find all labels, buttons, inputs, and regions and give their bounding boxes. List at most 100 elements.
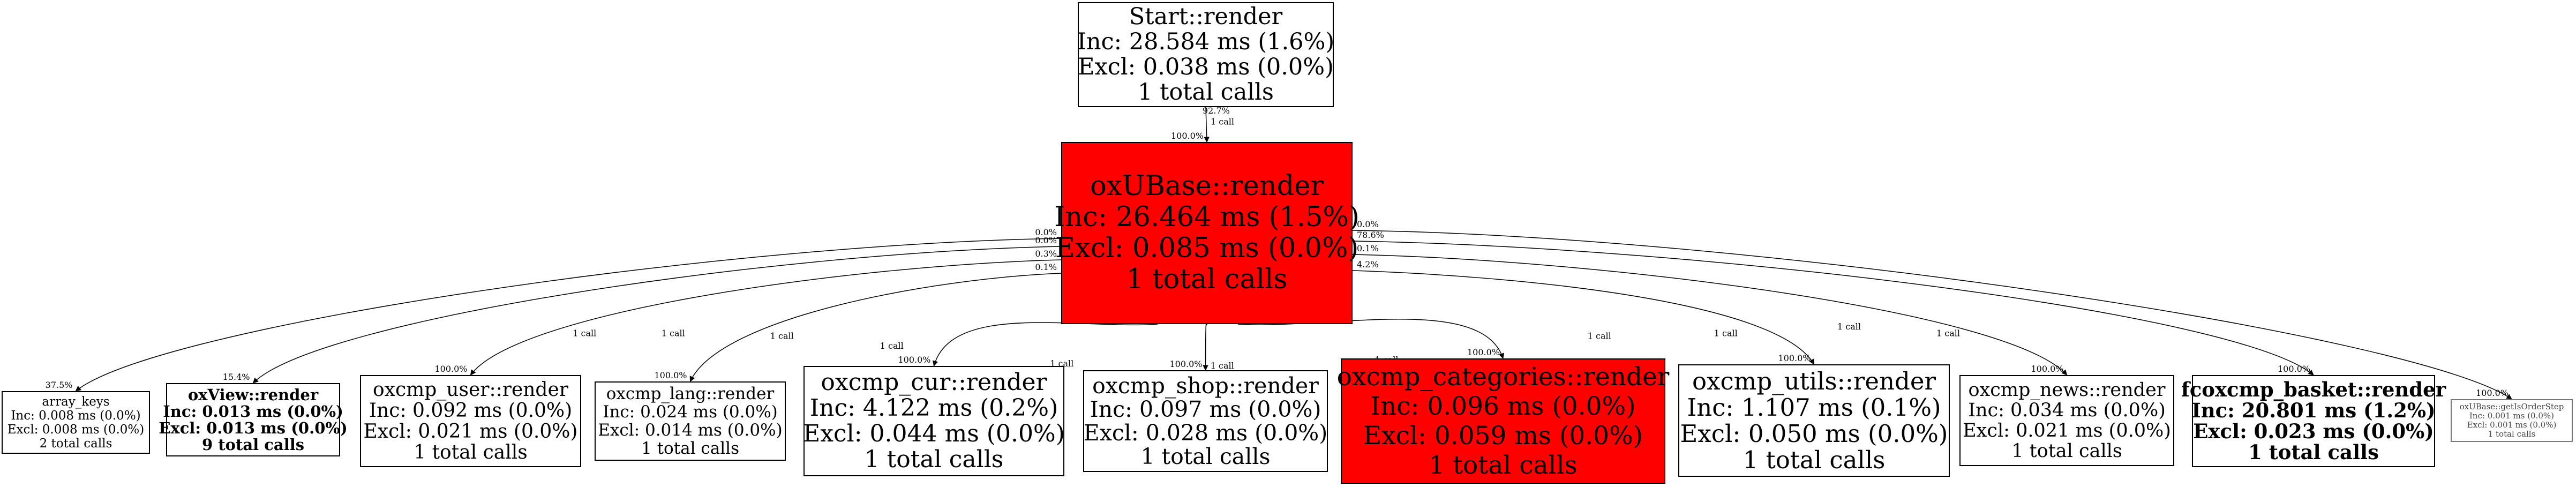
edge-tail-label: 0.3% [1035,249,1057,259]
node-inc: Inc: 0.096 ms (0.0%) [1370,392,1636,421]
edge-oxubase-to-categories [1237,319,1504,359]
node-inc: Inc: 20.801 ms (1.2%) [2191,399,2436,422]
node-excl: Excl: 0.021 ms (0.0%) [1963,420,2171,441]
node-oxcmp-lang-render[interactable]: oxcmp_lang::render Inc: 0.024 ms (0.0%) … [595,381,786,461]
edge-head-label: 100.0% [1778,353,1811,363]
edge-head-label: 100.0% [1171,131,1204,141]
edge-tail-label: 0.0% [1357,219,1379,229]
edge-oxubase-to-cur [932,322,1158,367]
node-name: Start::render [1129,3,1283,30]
node-oxcmp-shop-render[interactable]: oxcmp_shop::render Inc: 0.097 ms (0.0%) … [1083,370,1328,472]
node-excl: Excl: 0.014 ms (0.0%) [598,421,783,440]
edge-call-label: 1 call [662,328,685,339]
node-inc: Inc: 0.034 ms (0.0%) [1968,400,2166,421]
edge-call-label: 1 call [770,331,794,341]
node-calls: 1 total calls [1743,446,1886,474]
edge-head-label: 15.4% [223,372,250,382]
node-calls: 1 total calls [2011,440,2122,462]
node-name: oxcmp_utils::render [1692,367,1936,395]
node-fcoxcmp-basket-render[interactable]: fcoxcmp_basket::render Inc: 20.801 ms (1… [2181,375,2446,467]
node-inc: Inc: 0.097 ms (0.0%) [1090,396,1321,422]
node-inc: Inc: 0.013 ms (0.0%) [163,402,343,421]
node-inc: Inc: 0.008 ms (0.0%) [11,408,141,423]
node-calls: 1 total calls [1140,444,1271,469]
node-oxcmp-categories-render[interactable]: oxcmp_categories::render Inc: 0.096 ms (… [1337,358,1669,484]
node-name: oxcmp_cur::render [821,369,1047,396]
edge-call-label: 1 call [573,328,596,339]
node-oxview-render[interactable]: oxView::render Inc: 0.013 ms (0.0%) Excl… [159,383,348,456]
node-name: oxView::render [187,385,319,404]
edge-call-label: 1 call [1588,331,1611,341]
edge-call-label: 1 call [1211,117,1234,127]
node-calls: 1 total calls [864,446,1004,473]
node-name: oxUBase::getIsOrderStep [2459,402,2564,411]
edge-head-label: 100.0% [1169,359,1202,369]
edge-head-label: 100.0% [2278,364,2310,374]
edge-call-label: 1 call [1837,321,1861,332]
node-excl: Excl: 0.021 ms (0.0%) [363,421,578,443]
edge-tail-label: 0.0% [1035,227,1057,237]
edge-oxubase-to-shop [1203,324,1208,371]
edge-start-to-oxubase [1204,107,1210,143]
node-excl: Excl: 0.050 ms (0.0%) [1680,419,1948,448]
node-oxubase-render[interactable]: oxUBase::render Inc: 26.464 ms (1.5%) Ex… [1054,142,1360,324]
edge-oxubase-to-user [470,259,1062,376]
node-inc: Inc: 26.464 ms (1.5%) [1054,201,1360,233]
edge-oxubase-to-lang [689,273,1062,382]
node-inc: Inc: 4.122 ms (0.2%) [809,394,1058,422]
node-excl: Excl: 0.001 ms (0.0%) [2467,420,2557,430]
edge-call-label: 1 call [1714,328,1738,339]
edge-oxubase-to-orderstep [1352,230,2512,400]
node-calls: 1 total calls [1429,451,1578,480]
node-calls: 1 total calls [1126,264,1288,295]
edge-call-label: 1 call [1936,328,1960,339]
node-start-render[interactable]: Start::render Inc: 28.584 ms (1.6%) Excl… [1077,2,1335,107]
node-excl: Excl: 0.008 ms (0.0%) [7,422,145,437]
node-inc: Inc: 0.092 ms (0.0%) [369,400,573,422]
node-array-keys[interactable]: array_keys Inc: 0.008 ms (0.0%) Excl: 0.… [2,391,150,454]
edge-oxubase-to-utils [1352,270,1815,365]
edge-oxubase-to-array_keys [75,238,1062,392]
edge-call-label: 1 call [1211,361,1234,371]
node-excl: Excl: 0.028 ms (0.0%) [1083,420,1328,446]
edge-head-label: 100.0% [2031,364,2063,374]
edge-head-label: 100.0% [654,370,687,380]
node-oxcmp-utils-render[interactable]: oxcmp_utils::render Inc: 1.107 ms (0.1%)… [1678,364,1950,477]
node-excl: Excl: 0.023 ms (0.0%) [2193,419,2434,443]
node-excl: Excl: 0.013 ms (0.0%) [159,418,348,437]
node-calls: 1 total calls [2248,440,2379,464]
node-oxubase-getisorderstep[interactable]: oxUBase::getIsOrderStep Inc: 0.001 ms (0… [2451,399,2573,442]
node-calls: 2 total calls [39,436,112,451]
node-excl: Excl: 0.038 ms (0.0%) [1078,54,1334,80]
edge-head-label: 100.0% [898,355,930,365]
edge-head-label: 37.5% [46,380,73,390]
node-name: oxcmp_news::render [1968,379,2166,401]
node-inc: Inc: 28.584 ms (1.6%) [1077,28,1335,55]
node-oxcmp-cur-render[interactable]: oxcmp_cur::render Inc: 4.122 ms (0.2%) E… [803,366,1065,476]
edge-head-label: 100.0% [2476,388,2509,398]
edge-tail-label: 0.1% [1035,262,1057,272]
node-inc: Inc: 0.001 ms (0.0%) [2469,411,2555,421]
node-calls: 1 total calls [641,439,739,458]
node-oxcmp-user-render[interactable]: oxcmp_user::render Inc: 0.092 ms (0.0%) … [360,375,581,467]
node-inc: Inc: 1.107 ms (0.1%) [1687,393,1941,422]
edge-tail-label: 0.1% [1357,243,1379,253]
node-name: oxcmp_shop::render [1092,373,1319,399]
node-excl: Excl: 0.059 ms (0.0%) [1363,421,1643,451]
edge-call-label: 1 call [880,341,904,351]
edge-oxubase-to-oxview [252,246,1062,384]
edge-head-label: 100.0% [1467,347,1500,357]
node-name: fcoxcmp_basket::render [2181,378,2446,401]
node-name: array_keys [42,394,110,409]
edge-oxubase-to-basket [1352,241,2314,376]
node-name: oxcmp_user::render [372,379,568,401]
node-name: oxcmp_lang::render [606,384,775,403]
node-name: oxcmp_categories::render [1336,362,1670,392]
node-calls: 1 total calls [2488,429,2536,439]
node-name: oxUBase::render [1090,170,1324,202]
node-oxcmp-news-render[interactable]: oxcmp_news::render Inc: 0.034 ms (0.0%) … [1959,375,2174,466]
edge-head-label: 100.0% [434,364,467,374]
node-excl: Excl: 0.085 ms (0.0%) [1055,233,1359,264]
node-calls: 9 total calls [201,435,305,454]
edge-oxubase-to-news [1352,254,2068,376]
